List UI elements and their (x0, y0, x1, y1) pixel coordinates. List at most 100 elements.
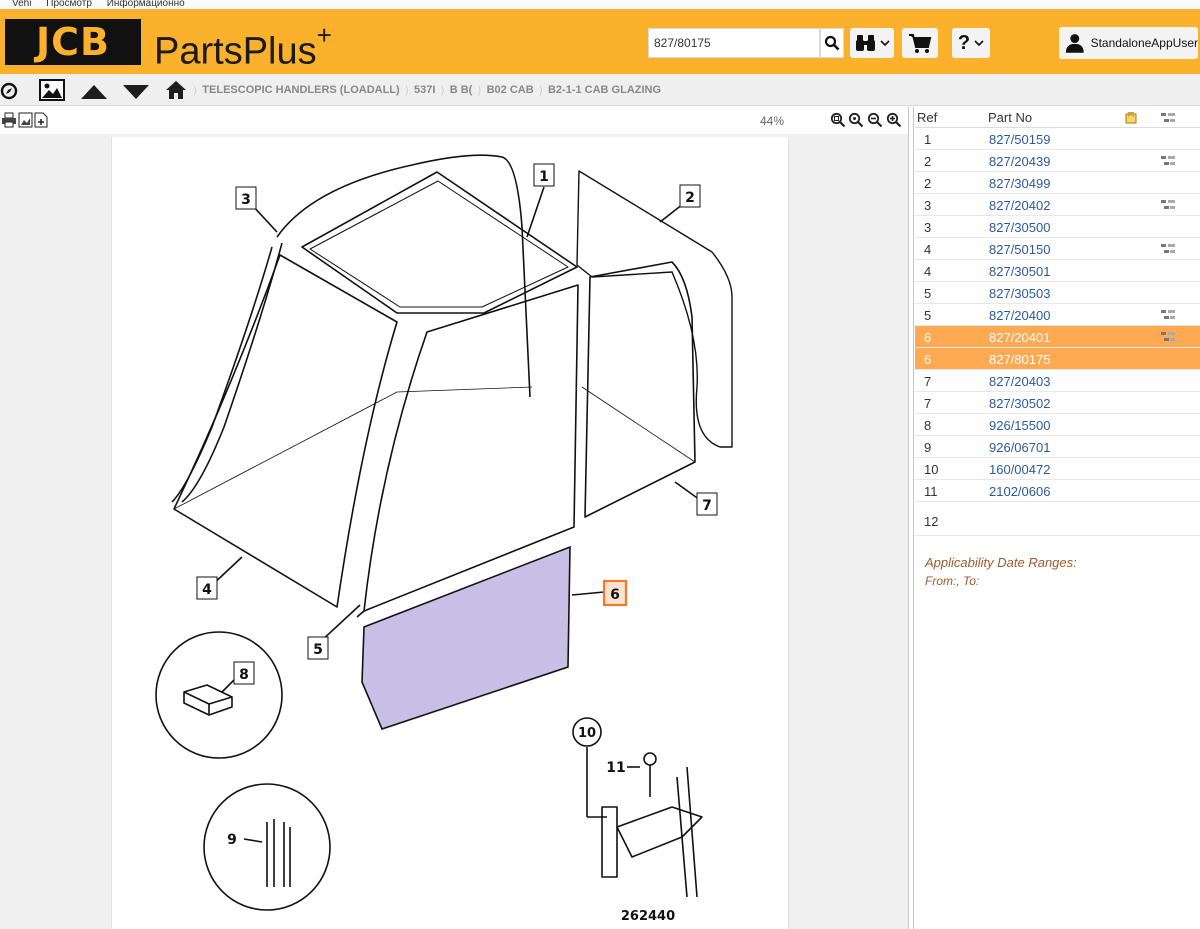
breadcrumb-item-model[interactable]: 537I (413, 84, 436, 96)
row-part-number-link[interactable]: 926/06701 (989, 440, 1051, 455)
row-part-number-link[interactable]: 827/30503 (989, 286, 1051, 301)
home-icon[interactable] (165, 80, 187, 100)
search-input[interactable] (648, 28, 820, 58)
subparts-icon[interactable] (1161, 243, 1175, 258)
row-ref: 7 (924, 374, 932, 389)
callout-11: 11 (606, 760, 625, 776)
menu-item-info[interactable]: Информационно (106, 0, 185, 9)
row-part-number-link[interactable]: 827/80175 (989, 352, 1051, 367)
drawing-number: 262440 (621, 909, 675, 924)
diagram-page: 1 2 3 4 5 6 7 8 9 10 11 262440 (111, 137, 789, 929)
cart-button[interactable] (902, 28, 938, 58)
row-ref: 7 (924, 396, 932, 411)
table-row[interactable]: 4 827/30501 (915, 260, 1200, 282)
row-ref: 4 (924, 264, 932, 279)
row-ref: 1 (924, 132, 932, 147)
table-row[interactable]: 3 827/30500 (915, 216, 1200, 238)
cart-icon (909, 34, 932, 53)
print-icon[interactable] (1, 112, 17, 128)
row-part-number-link[interactable]: 827/50159 (989, 132, 1051, 147)
breadcrumb-separator: ⟩ (538, 84, 543, 97)
row-part-number-link[interactable]: 827/30500 (989, 220, 1051, 235)
image-icon[interactable] (39, 79, 65, 101)
user-name: StandaloneAppUser (1090, 36, 1198, 50)
menu-item-view[interactable]: Просмотр (46, 0, 92, 9)
help-icon: ? (957, 31, 971, 54)
subparts-icon[interactable] (1161, 155, 1175, 170)
row-ref: 2 (924, 176, 932, 191)
breadcrumb-item-page[interactable]: B2-1-1 CAB GLAZING (547, 84, 662, 96)
column-header-part-no[interactable]: Part No (988, 110, 1033, 125)
triangle-down-icon[interactable] (122, 84, 150, 100)
jcb-logo: JCB (5, 19, 141, 65)
row-part-number-link[interactable]: 160/00472 (989, 462, 1051, 477)
applicability-value: From:, To: (925, 574, 980, 588)
panel-splitter[interactable] (908, 107, 914, 929)
row-ref: 9 (924, 440, 932, 455)
row-part-number-link[interactable]: 2102/0606 (989, 484, 1051, 499)
subparts-header-icon[interactable] (1161, 112, 1175, 124)
bookmark-icon[interactable] (1124, 111, 1138, 125)
breadcrumb-item-range[interactable]: TELESCOPIC HANDLERS (LOADALL) (202, 84, 400, 96)
breadcrumb-separator: ⟩ (440, 84, 445, 97)
row-part-number-link[interactable]: 827/50150 (989, 242, 1051, 257)
compass-icon[interactable] (0, 82, 18, 100)
table-row[interactable]: 7 827/20403 (915, 370, 1200, 392)
callout-8: 8 (239, 667, 249, 683)
callout-5: 5 (313, 642, 323, 658)
table-row[interactable]: 2 827/30499 (915, 172, 1200, 194)
row-part-number-link[interactable]: 827/30499 (989, 176, 1051, 191)
zoom-window-icon[interactable] (848, 112, 864, 128)
zoom-level: 44% (760, 114, 785, 128)
row-part-number-link[interactable]: 827/20400 (989, 308, 1051, 323)
callout-7: 7 (702, 498, 712, 514)
callout-1: 1 (539, 169, 549, 185)
row-part-number-link[interactable]: 827/20401 (989, 330, 1051, 345)
table-row[interactable]: 12 (915, 506, 1200, 536)
row-part-number-link[interactable]: 926/15500 (989, 418, 1051, 433)
table-row[interactable]: 7 827/30502 (915, 392, 1200, 414)
column-header-ref[interactable]: Ref (917, 110, 938, 125)
table-row[interactable]: 1 827/50159 (915, 128, 1200, 150)
breadcrumb-separator: ⟩ (477, 84, 482, 97)
help-dropdown-button[interactable]: ? (952, 28, 990, 58)
menu-item-vehicle[interactable]: Vehi (12, 0, 32, 9)
row-part-number-link[interactable]: 827/30502 (989, 396, 1051, 411)
row-part-number-link[interactable]: 827/20403 (989, 374, 1051, 389)
user-icon (1065, 34, 1084, 53)
binoculars-icon (855, 35, 875, 51)
subparts-icon[interactable] (1161, 331, 1175, 346)
export-icon[interactable] (34, 112, 48, 128)
zoom-out-icon[interactable] (867, 112, 883, 128)
subparts-icon[interactable] (1161, 199, 1175, 214)
breadcrumb-item-section[interactable]: B02 CAB (486, 84, 534, 96)
search-icon (824, 35, 840, 51)
brand-text: PartsPlus (154, 30, 317, 73)
subparts-icon[interactable] (1161, 309, 1175, 324)
menu-bar: Vehi Просмотр Информационно (0, 0, 1200, 9)
table-row[interactable]: 9 926/06701 (915, 436, 1200, 458)
breadcrumb-item-group[interactable]: B B( (449, 84, 473, 96)
row-part-number-link[interactable]: 827/30501 (989, 264, 1051, 279)
row-ref: 3 (924, 220, 932, 235)
row-part-number-link[interactable]: 827/20402 (989, 198, 1051, 213)
zoom-fit-icon[interactable] (830, 112, 846, 128)
search-button[interactable] (820, 28, 844, 58)
find-dropdown-button[interactable] (850, 28, 894, 58)
save-image-icon[interactable] (18, 112, 33, 128)
cab-glazing-diagram[interactable]: 1 2 3 4 5 6 7 8 9 10 11 262440 (112, 137, 790, 929)
row-part-number-link[interactable]: 827/20439 (989, 154, 1051, 169)
zoom-in-icon[interactable] (886, 112, 902, 128)
triangle-up-icon[interactable] (80, 84, 108, 100)
user-menu-button[interactable]: StandaloneAppUser (1059, 27, 1198, 59)
